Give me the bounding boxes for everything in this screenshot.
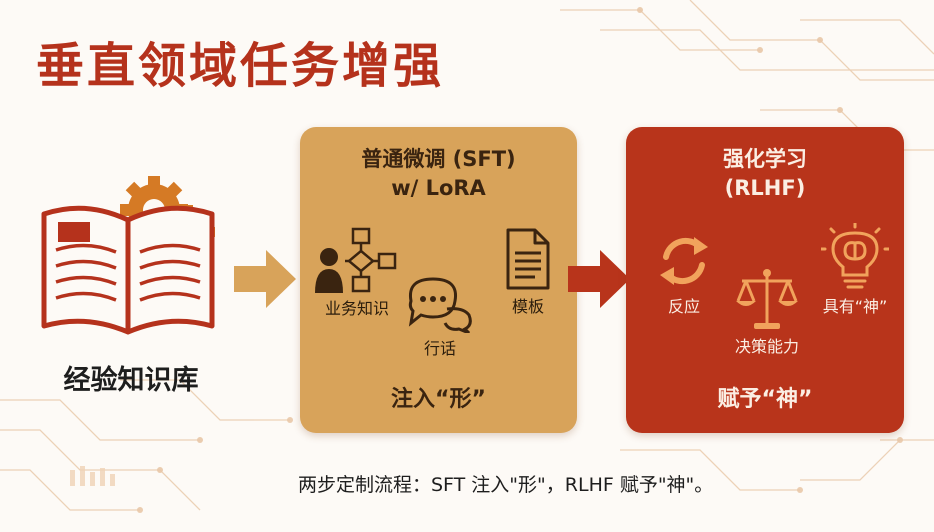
chat-bubbles-icon bbox=[408, 277, 472, 333]
item-label: 行话 bbox=[423, 339, 456, 358]
page-title: 垂直领域任务增强 bbox=[36, 38, 445, 94]
rlhf-stage-panel: 强化学习 (RLHF) 反应 bbox=[626, 127, 904, 433]
sft-stage-footer: 注入“形” bbox=[391, 387, 486, 412]
book-with-gears-icon bbox=[41, 176, 215, 335]
sft-title-line1: 普通微调 (SFT) bbox=[361, 147, 516, 171]
rlhf-item-spirit: 具有“神” bbox=[810, 223, 900, 317]
sft-item-jargon: 行话 bbox=[398, 273, 482, 359]
balance-scale-icon bbox=[736, 269, 798, 329]
lightbulb-brain-icon bbox=[821, 223, 889, 289]
rlhf-title-line1: 强化学习 bbox=[723, 147, 807, 171]
rlhf-stage-footer: 赋予“神” bbox=[717, 387, 813, 412]
item-label: 业务知识 bbox=[324, 299, 389, 318]
item-label: 反应 bbox=[667, 297, 700, 316]
sft-title-line2: w/ LoRA bbox=[391, 176, 486, 200]
rlhf-item-decision: 决策能力 bbox=[724, 267, 810, 357]
rlhf-title-line2: (RLHF) bbox=[724, 176, 806, 200]
arrow-to-rlhf-icon bbox=[568, 250, 630, 308]
caption-text: 两步定制流程：SFT 注入"形"，RLHF 赋予"神"。 bbox=[298, 474, 714, 496]
item-label: 决策能力 bbox=[734, 337, 799, 356]
document-icon bbox=[506, 228, 550, 290]
refresh-cycle-icon bbox=[660, 237, 708, 285]
knowledge-base-label: 经验知识库 bbox=[63, 365, 199, 396]
sft-item-business-knowledge: 业务知识 bbox=[312, 227, 402, 319]
rlhf-item-reaction: 反应 bbox=[644, 231, 724, 317]
rlhf-stage-title: 强化学习 (RLHF) bbox=[626, 145, 904, 203]
item-label: 模板 bbox=[511, 297, 544, 316]
sft-stage-panel: 普通微调 (SFT) w/ LoRA 业务知识 bbox=[300, 127, 577, 433]
person-flowchart-icon bbox=[315, 227, 397, 293]
arrow-to-sft-icon bbox=[234, 250, 296, 308]
sft-stage-title: 普通微调 (SFT) w/ LoRA bbox=[300, 145, 577, 203]
sft-item-template: 模板 bbox=[496, 227, 560, 317]
item-label: 具有“神” bbox=[822, 297, 888, 316]
